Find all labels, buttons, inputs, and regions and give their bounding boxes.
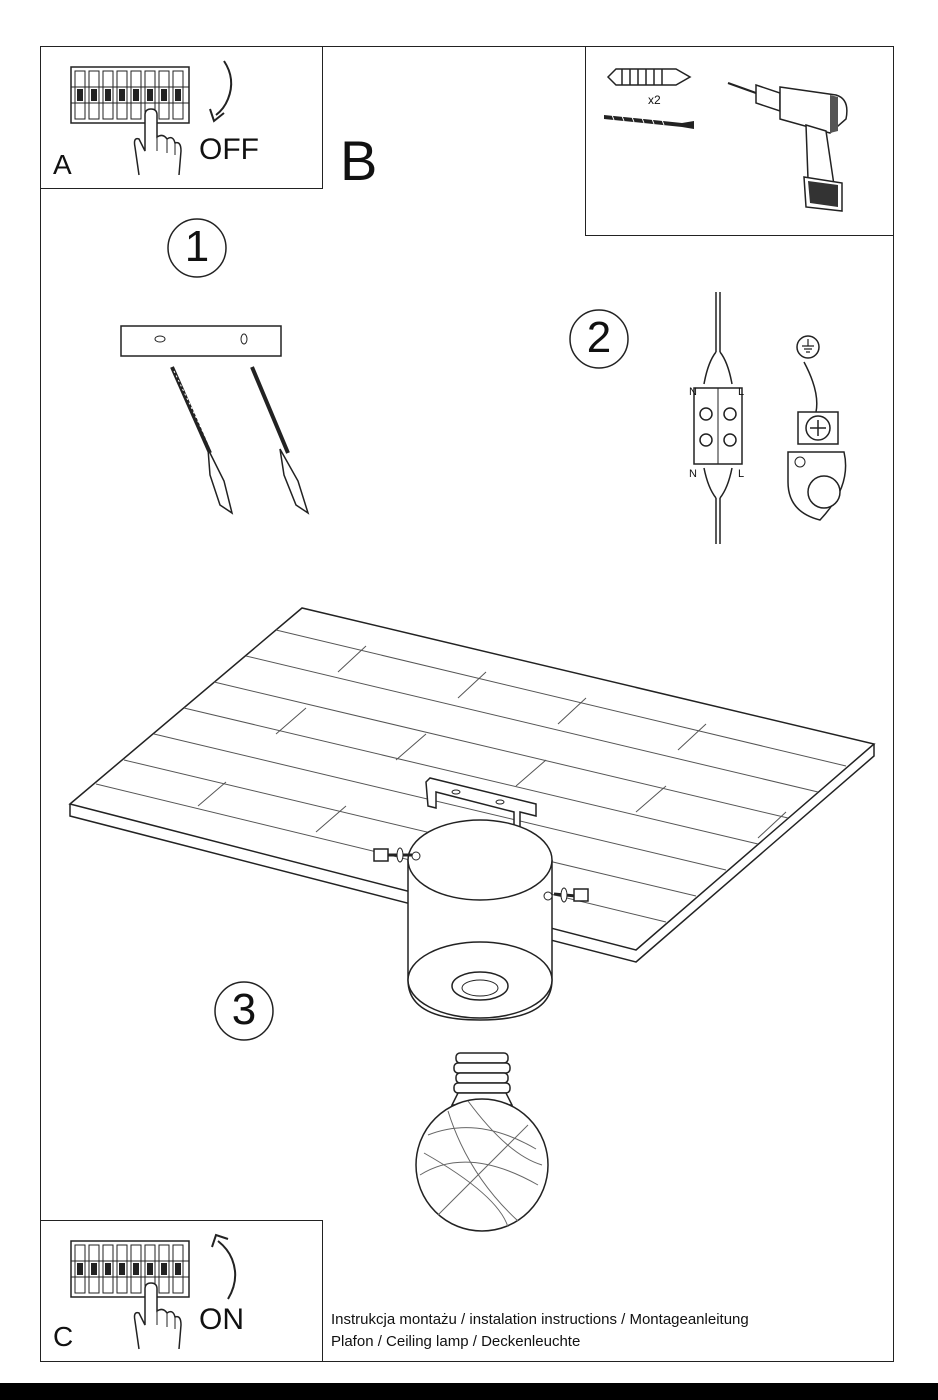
on-label: ON	[199, 1303, 244, 1336]
hand-pointer-icon	[133, 1282, 182, 1350]
panel-c-letter: C	[53, 1321, 74, 1352]
panel-c: C ON	[40, 1220, 323, 1362]
screw-right-icon	[553, 887, 589, 903]
ground-terminal-icon	[787, 361, 847, 521]
quantity-label: x2	[648, 93, 661, 107]
screw-icon	[604, 114, 694, 129]
terminal-block-icon	[693, 292, 743, 544]
step-1-number: 1	[184, 222, 210, 271]
panel-b-letter: B	[340, 129, 378, 192]
panel-a: A OFF	[40, 46, 323, 189]
step-3-number: 3	[231, 985, 257, 1034]
wall-plug-icon	[606, 68, 692, 86]
tools-panel: x2	[585, 46, 894, 236]
footer-title: Instrukcja montażu / instalation instruc…	[331, 1311, 749, 1328]
arrow-down-icon	[209, 60, 233, 123]
bottom-bar	[0, 1383, 938, 1400]
live-label-bottom: L	[738, 468, 745, 480]
step-3-circle	[214, 981, 274, 1041]
mounting-bracket-icon	[120, 325, 310, 515]
step-2-number: 2	[586, 313, 612, 362]
off-label: OFF	[199, 133, 259, 166]
neutral-label-bottom: N	[689, 468, 697, 480]
step-2-circle	[569, 309, 629, 369]
footer-subtitle: Plafon / Ceiling lamp / Deckenleuchte	[331, 1333, 581, 1350]
live-label-top: L	[738, 386, 745, 398]
arrow-up-icon	[211, 1233, 237, 1300]
hand-pointer-icon	[133, 108, 182, 176]
lamp-body	[407, 777, 553, 1021]
light-bulb-icon	[415, 1052, 549, 1232]
instruction-sheet-frame	[40, 46, 894, 1362]
ground-symbol-icon	[796, 335, 820, 359]
screw-left-icon	[373, 847, 412, 863]
panel-a-letter: A	[53, 149, 72, 180]
circuit-breaker-icon	[70, 66, 190, 124]
drill-icon	[727, 82, 848, 212]
step-1-circle	[167, 218, 227, 278]
circuit-breaker-icon	[70, 1240, 190, 1298]
neutral-label-top: N	[689, 386, 697, 398]
